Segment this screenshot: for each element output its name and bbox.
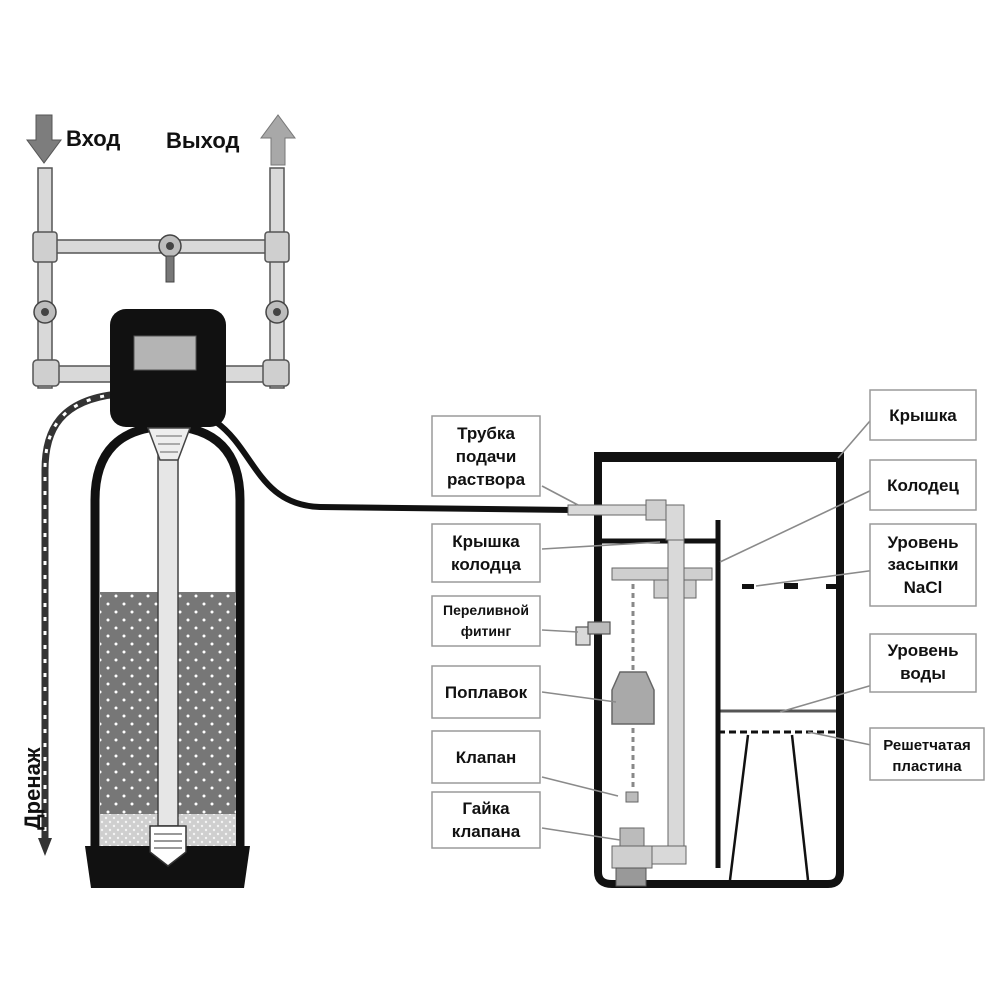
grid-plate-line-2: пластина xyxy=(892,758,962,775)
well-cap-line-1: Крышка xyxy=(452,532,520,551)
grid-plate-line-1: Решетчатая xyxy=(883,737,970,754)
bypass-valve xyxy=(158,234,182,283)
well-text: Колодец xyxy=(887,476,959,495)
drain-label: Дренаж xyxy=(20,747,45,830)
overflow-line-2: фитинг xyxy=(461,623,512,639)
label-well-cap: Крышка колодца xyxy=(431,523,541,583)
label-lid: Крышка xyxy=(869,389,977,441)
overflow-line-1: Переливной xyxy=(443,602,529,618)
bypass-piping xyxy=(32,167,290,389)
brine-tube-line-1: Трубка xyxy=(457,424,515,443)
salt-level-line-2: засыпки xyxy=(888,555,959,574)
label-water-level: Уровень воды xyxy=(869,633,977,693)
inlet-valve xyxy=(33,300,57,324)
tank-lid xyxy=(594,452,844,462)
control-valve-head xyxy=(110,309,226,427)
lid-text: Крышка xyxy=(889,406,957,425)
label-well: Колодец xyxy=(869,459,977,511)
water-level-line-2: воды xyxy=(900,664,946,683)
valve-text: Клапан xyxy=(456,748,517,767)
salt-level-line-3: NaCl xyxy=(904,578,943,597)
display-screen xyxy=(133,335,197,371)
arrow-up-icon xyxy=(260,114,296,166)
well-cap-line-2: колодца xyxy=(451,555,521,574)
inlet-label: Вход xyxy=(66,126,120,151)
brine-tank xyxy=(567,452,844,888)
outlet-valve xyxy=(265,300,289,324)
label-valve: Клапан xyxy=(431,730,541,784)
mineral-tank xyxy=(85,421,250,888)
brine-line xyxy=(214,419,573,513)
label-grid-plate: Решетчатая пластина xyxy=(869,727,985,781)
label-overflow-fitting: Переливной фитинг xyxy=(431,595,541,647)
label-brine-tube: Трубка подачи раствора xyxy=(431,415,541,497)
label-valve-nut: Гайка клапана xyxy=(431,791,541,849)
valve-nut-line-1: Гайка xyxy=(462,799,510,818)
water-level-line-1: Уровень xyxy=(887,641,958,660)
salt-level-line-1: Уровень xyxy=(887,533,958,552)
float-text: Поплавок xyxy=(445,683,528,702)
arrow-down-icon xyxy=(26,114,62,164)
outlet-label: Выход xyxy=(166,128,240,153)
label-float: Поплавок xyxy=(431,665,541,719)
brine-tube-line-3: раствора xyxy=(447,470,526,489)
brine-tube-line-2: подачи xyxy=(456,447,517,466)
label-salt-level: Уровень засыпки NaCl xyxy=(869,523,977,607)
valve-nut-line-2: клапана xyxy=(452,822,521,841)
drain-line xyxy=(38,390,119,856)
